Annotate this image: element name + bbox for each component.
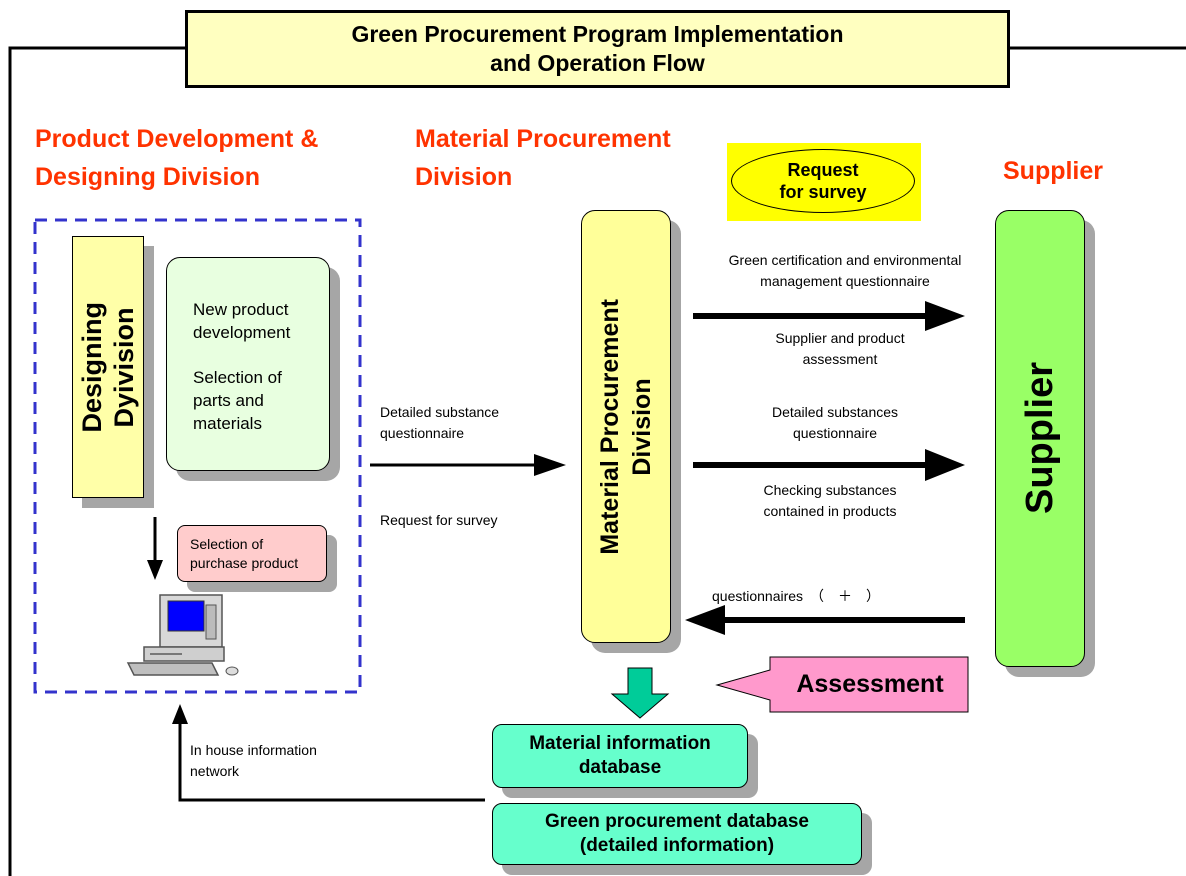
designing-division-box: Designing Dyivision <box>72 236 144 498</box>
heading-procurement-division: Material Procurement Division <box>415 120 671 196</box>
substances-label: Detailed substances questionnaire <box>720 402 950 444</box>
network-line1: In house information <box>190 742 317 758</box>
return-questionnaires-label: questionnaires （ ＋ ） <box>712 588 881 604</box>
task-line1: New product <box>193 300 289 319</box>
supplier-box: Supplier <box>995 210 1085 667</box>
green-cert-line2: management questionnaire <box>760 273 930 289</box>
supplier-assessment-line2: assessment <box>802 351 878 367</box>
task-line5: materials <box>193 414 262 433</box>
procurement-label-line2: Division <box>628 377 656 476</box>
designing-label-line2: Dyivision <box>109 306 139 428</box>
outer-frame <box>8 46 1186 876</box>
design-to-procurement-label: Detailed substance questionnaire <box>380 402 499 444</box>
checking-line2: contained in products <box>763 503 897 519</box>
assessment-label: Assessment <box>796 670 944 698</box>
checking-substances-label: Checking substances contained in product… <box>720 480 940 522</box>
request-for-survey-label: Request for survey <box>380 512 498 528</box>
task-line2: development <box>193 323 291 342</box>
diagram-title: Green Procurement Program Implementation… <box>185 10 1010 88</box>
green-cert-label: Green certification and environmental ma… <box>700 250 990 292</box>
arrow-design-to-procurement-head <box>534 454 566 476</box>
heading-procurement-line1: Material Procurement <box>415 125 671 153</box>
purchase-selection-box: Selection of purchase product <box>177 525 327 582</box>
supplier-assessment-label: Supplier and product assessment <box>730 328 950 370</box>
network-label: In house information network <box>190 740 317 782</box>
request-badge: Request for survey <box>731 149 915 213</box>
computer-icon <box>126 594 239 676</box>
heading-design-line2: Designing Division <box>35 163 261 191</box>
arrow-return-head <box>685 605 725 635</box>
designing-division-label: Designing Dyivision <box>76 302 140 433</box>
procurement-division-label: Material Procurement Division <box>594 299 658 555</box>
material-db-line1: Material information <box>529 733 711 754</box>
arrow-substances-head <box>925 449 965 481</box>
checking-line1: Checking substances <box>763 482 897 498</box>
request-badge-line2: for survey <box>779 182 867 202</box>
title-line2: and Operation Flow <box>490 50 705 76</box>
purchase-line2: purchase product <box>190 555 299 571</box>
supplier-box-label: Supplier <box>1018 362 1061 515</box>
design-tasks-box: New product development Selection of par… <box>166 257 330 471</box>
task-line3: Selection of <box>193 368 282 387</box>
title-line1: Green Procurement Program Implementation <box>351 21 844 47</box>
heading-supplier: Supplier <box>1003 157 1104 185</box>
purchase-line1: Selection of <box>190 536 264 552</box>
network-line2: network <box>190 763 240 779</box>
request-badge-line1: Request <box>787 160 859 180</box>
green-cert-line1: Green certification and environmental <box>728 252 962 268</box>
supplier-assessment-line1: Supplier and product <box>775 330 905 346</box>
substances-line2: questionnaire <box>792 425 878 441</box>
material-information-database: Material information database <box>492 724 748 788</box>
arrow-design-to-computer-head <box>147 560 163 580</box>
substances-line1: Detailed substances <box>771 404 899 420</box>
material-db-line2: database <box>578 757 662 778</box>
green-db-line2: (detailed information) <box>579 835 775 856</box>
heading-procurement-line2: Division <box>415 163 513 191</box>
down-arrow-to-database <box>610 667 670 719</box>
heading-design-line1: Product Development & <box>35 125 319 153</box>
request-badge-background: Request for survey <box>727 143 921 221</box>
task-line4: parts and <box>193 391 264 410</box>
arrow-network <box>178 722 485 802</box>
green-db-line1: Green procurement database <box>545 811 809 832</box>
arrow-network-head <box>172 704 188 724</box>
green-procurement-database: Green procurement database (detailed inf… <box>492 803 862 865</box>
procurement-division-box: Material Procurement Division <box>581 210 671 643</box>
arrow-green-cert-head <box>925 301 965 331</box>
assessment-arrow-shape <box>715 656 969 713</box>
d2p-top-line2: questionnaire <box>380 425 465 441</box>
heading-design-division: Product Development & Designing Division <box>35 120 318 196</box>
procurement-label-line1: Material Procurement <box>596 298 624 555</box>
design-division-dashed-border <box>33 218 362 694</box>
d2p-top-line1: Detailed substance <box>380 404 500 420</box>
designing-label-line1: Designing <box>77 301 107 433</box>
